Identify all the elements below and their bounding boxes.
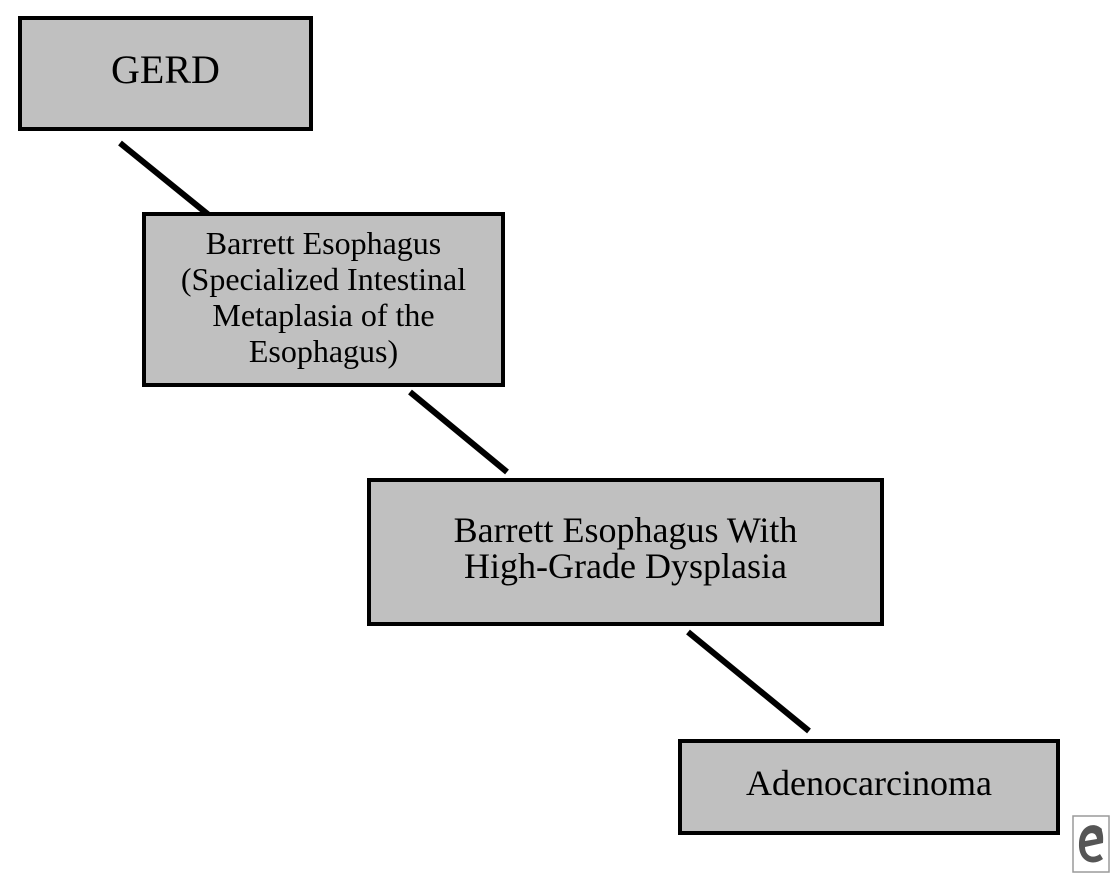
connector-barrett-to-hgd bbox=[408, 389, 509, 475]
connector-hgd-to-adenocarcinoma bbox=[686, 629, 811, 734]
node-label-line: Barrett Esophagus With bbox=[453, 510, 798, 550]
stylized-e-logo-icon bbox=[1072, 815, 1110, 873]
node-label-line: Metaplasia of the bbox=[212, 296, 435, 333]
node-label-line: (Specialized Intestinal bbox=[180, 260, 467, 297]
node-barrett-esophagus: Barrett Esophagus (Specialized Intestina… bbox=[142, 212, 505, 387]
node-barrett-esophagus-label: Barrett Esophagus (Specialized Intestina… bbox=[181, 225, 466, 369]
node-barrett-high-grade-dysplasia-label: Barrett Esophagus With High-Grade Dyspla… bbox=[454, 512, 798, 584]
node-barrett-high-grade-dysplasia: Barrett Esophagus With High-Grade Dyspla… bbox=[367, 478, 884, 626]
node-gerd-label: GERD bbox=[111, 47, 220, 92]
node-label-line: Esophagus) bbox=[248, 332, 399, 369]
node-adenocarcinoma: Adenocarcinoma bbox=[678, 739, 1060, 835]
node-label-line: High-Grade Dysplasia bbox=[464, 546, 787, 586]
node-label-line: Barrett Esophagus bbox=[205, 224, 442, 261]
node-adenocarcinoma-label: Adenocarcinoma bbox=[746, 763, 992, 803]
node-gerd: GERD bbox=[18, 16, 313, 131]
connector-gerd-to-barrett bbox=[118, 140, 212, 219]
